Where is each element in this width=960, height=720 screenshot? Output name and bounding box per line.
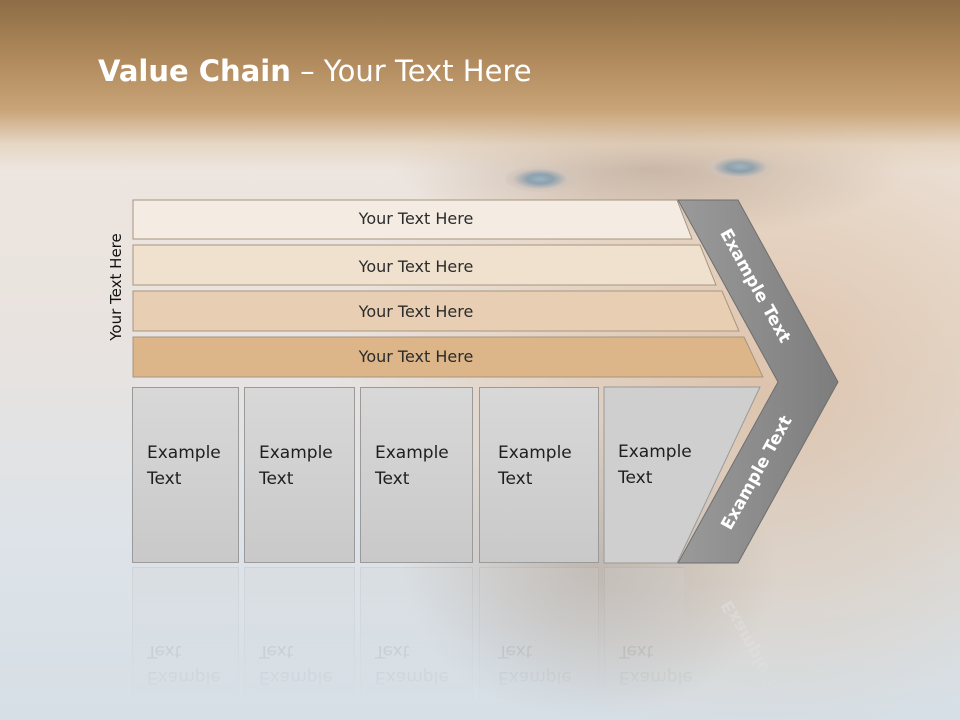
reflection-chevron-label: Example Text (717, 596, 797, 718)
bar-1 (132, 199, 693, 240)
column-4-line1: Example (498, 443, 572, 463)
bar-2 (132, 244, 717, 286)
chevron (677, 199, 839, 564)
column-2-line2: Text (259, 469, 294, 489)
background-eye-left (505, 166, 575, 192)
slide-title: Value Chain – Your Text Here (98, 54, 532, 88)
reflection-column-1-line1: Example (147, 667, 221, 687)
column-2-line1: Example (259, 443, 333, 463)
reflection-column-4-line1: Example (498, 667, 572, 687)
column-4-line2: Text (498, 469, 533, 489)
reflection-column-5-line2: Text (619, 641, 654, 661)
column-1-line1: Example (147, 443, 221, 463)
bar-4-label: Your Text Here (358, 347, 474, 366)
reflection-column-5-line1: Example (619, 667, 693, 687)
reflection-column-2-line2: Text (259, 641, 294, 661)
bar-4 (132, 336, 764, 378)
column-1-line2: Text (147, 469, 182, 489)
column-5-line1: Example (618, 442, 692, 462)
header-band (0, 0, 960, 170)
reflection-column-3: Example Text (360, 567, 473, 720)
title-bold: Value Chain (98, 54, 291, 88)
column-3-line1: Example (375, 443, 449, 463)
reflection-column-2-line1: Example (259, 667, 333, 687)
bar-2-label: Your Text Here (358, 257, 474, 276)
column-3-line2: Text (375, 469, 410, 489)
reflection-column-4: Example Text (479, 567, 599, 720)
reflection-column-3-line2: Text (375, 641, 410, 661)
reflection-column-5: Example Text (604, 567, 693, 720)
bar-3-label: Your Text Here (358, 302, 474, 321)
reflection-column-1-line2: Text (147, 641, 182, 661)
column-5-shape (603, 386, 761, 564)
title-rest: – Your Text Here (290, 54, 532, 88)
reflection: Example Text Example Text Example Text Exam… (0, 565, 960, 720)
column-5-line2: Text (618, 468, 653, 488)
bar-3 (132, 290, 740, 332)
reflection-column-4-line2: Text (498, 641, 533, 661)
reflection-column-1: Example Text (132, 567, 239, 720)
reflection-column-2: Example Text (244, 567, 355, 720)
bar-1-label: Your Text Here (358, 209, 474, 228)
reflection-column-3-line1: Example (375, 667, 449, 687)
